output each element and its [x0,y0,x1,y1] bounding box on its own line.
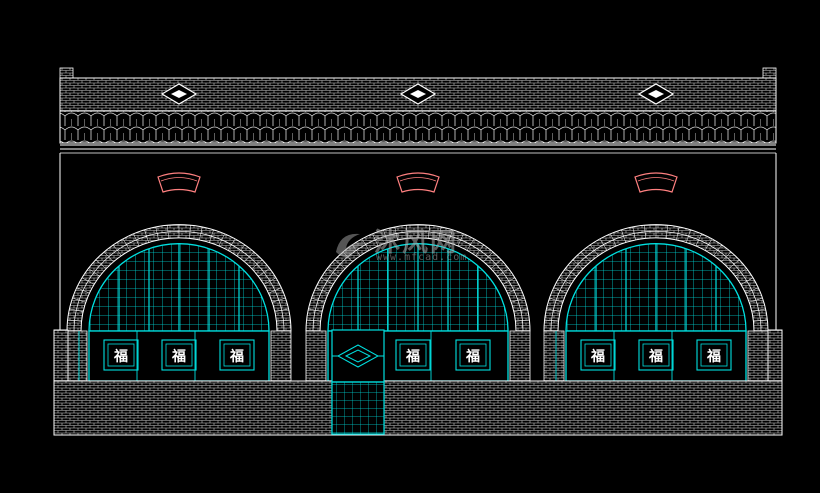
roof-diamond-icon [160,83,198,105]
left-arch-window: 福福福 [66,224,292,382]
fu-panel: 福 [194,331,255,381]
roof-diamond-ornaments [160,83,675,105]
fu-character: 福 [590,348,605,365]
fu-character: 福 [465,348,480,365]
fu-character: 福 [229,348,244,365]
roof-diamond-icon [637,83,675,105]
base-plinth [53,329,783,436]
fu-panel: 福 [613,331,674,381]
mufeng-logo-icon [336,233,366,258]
diamond-icon [332,344,384,368]
right-arch-window: 福福福 [543,224,769,382]
roof-diamond-icon [399,83,437,105]
roof [59,67,777,154]
arches: 福福福福福福福福 [66,224,769,382]
fu-panel: 福 [555,331,616,381]
watermark: 沐风网 www.mfcad.com [330,222,500,268]
fu-character: 福 [171,348,186,365]
wall-outline [59,153,777,330]
fu-panel: 福 [671,331,732,381]
fu-panel: 福 [430,331,491,381]
fu-character: 福 [648,348,663,365]
fu-character: 福 [706,348,721,365]
fu-panel: 福 [78,331,139,381]
center-door [331,329,385,435]
fu-panel: 福 [136,331,197,381]
fu-character: 福 [113,348,128,365]
fan-ornament-icon [157,172,201,193]
watermark-title: 沐风网 [374,228,459,258]
fan-ornament-icon [634,172,678,193]
watermark-url: www.mfcad.com [376,252,468,263]
fan-ornaments [157,172,678,193]
fan-ornament-icon [396,172,440,193]
fu-character: 福 [405,348,420,365]
